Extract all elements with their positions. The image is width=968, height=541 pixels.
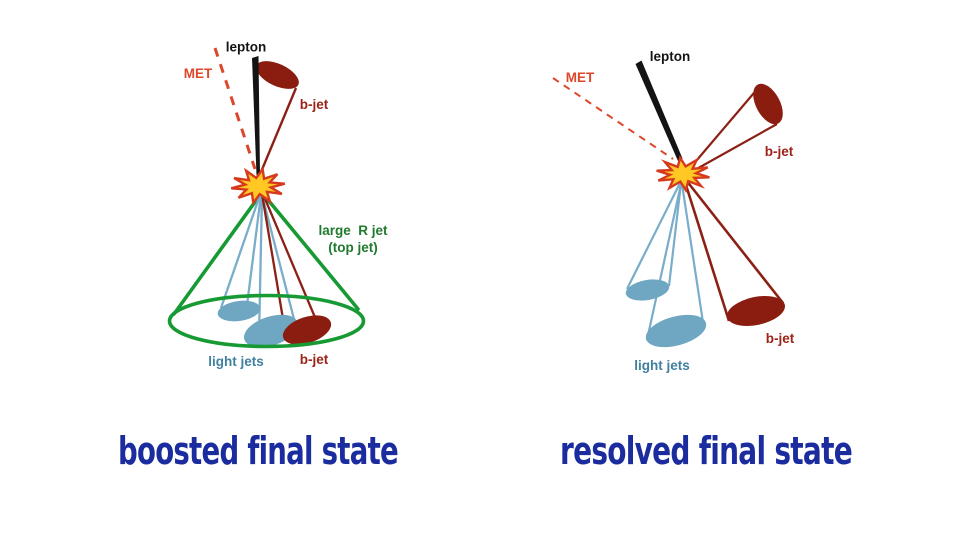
b-jet-disk — [726, 295, 786, 327]
b-jet-disk — [282, 315, 332, 345]
b-jet-disk-shape — [726, 295, 786, 327]
large-r-jet-cone-left-edge — [172, 193, 262, 316]
resolved-diagram: lepton MET b-jet light jets b-jet — [552, 49, 795, 373]
boosted-caption: boosted final state — [118, 429, 398, 473]
collision-star-icon — [655, 156, 712, 191]
b-jet-line — [260, 193, 286, 326]
b-jet-top-cone-right-edge — [259, 87, 298, 173]
lepton-track — [252, 56, 260, 175]
collision-star-icon — [228, 166, 288, 205]
light-jets-label: light jets — [208, 354, 264, 369]
b-jet-bottom-label: b-jet — [766, 331, 795, 346]
b-jet-disk-shape — [282, 315, 332, 345]
b-jet-line — [261, 193, 324, 335]
large-r-jet-cone-mouth — [167, 293, 366, 349]
b-jet-bottom-lines — [683, 179, 785, 322]
met-dashed-line — [552, 77, 674, 160]
light-jet-line — [667, 182, 683, 287]
light-jet-line — [257, 194, 264, 339]
b-jet-line — [684, 179, 785, 304]
light-jet-line — [680, 183, 706, 330]
b-jet-line — [683, 181, 731, 322]
met-label: MET — [566, 70, 595, 85]
light-jet-disk-shape — [625, 279, 670, 301]
boosted-diagram: lepton MET b-jet large R jet (top jet) l… — [167, 40, 388, 369]
light-jet-lines — [626, 182, 706, 341]
light-jet-line — [244, 194, 263, 314]
b-jet-top-disk-shape — [256, 61, 299, 89]
met-label: MET — [184, 66, 213, 81]
lepton-label: lepton — [650, 49, 691, 64]
b-jet-top-label: b-jet — [300, 97, 329, 112]
resolved-caption: resolved final state — [560, 429, 852, 473]
b-jet-top-cone-upper-edge — [690, 86, 760, 168]
b-jet-bottom-lines — [260, 193, 324, 335]
lepton-label: lepton — [226, 40, 267, 55]
met-dashed-line — [213, 47, 257, 170]
light-jet-line — [260, 194, 297, 324]
b-jet-top-label: b-jet — [765, 144, 794, 159]
light-jet-line — [626, 182, 681, 290]
b-jet-top-disk — [753, 83, 783, 125]
light-jet-disk-shape — [217, 300, 261, 322]
light-jet-disk-shape — [645, 314, 707, 348]
light-jet-disk — [645, 314, 707, 348]
b-jet-top-cone-lower-edge — [692, 123, 778, 172]
large-r-jet-cone-right-edge — [262, 193, 360, 311]
b-jet-bottom-label: b-jet — [300, 352, 329, 367]
b-jet-top-disk-shape — [753, 83, 783, 125]
light-jet-line — [645, 183, 683, 341]
top-jet-label: (top jet) — [328, 240, 378, 255]
lepton-track — [635, 60, 683, 161]
light-jet-disk — [217, 300, 261, 322]
collision-star-shape — [228, 166, 288, 205]
collision-star-shape — [655, 156, 712, 191]
light-jet-lines — [219, 194, 297, 339]
light-jets-label: light jets — [634, 358, 690, 373]
large-r-jet-label: large R jet — [318, 223, 388, 238]
b-jet-top-disk — [256, 61, 299, 89]
light-jet-line — [219, 194, 262, 309]
light-jet-disk — [625, 279, 670, 301]
